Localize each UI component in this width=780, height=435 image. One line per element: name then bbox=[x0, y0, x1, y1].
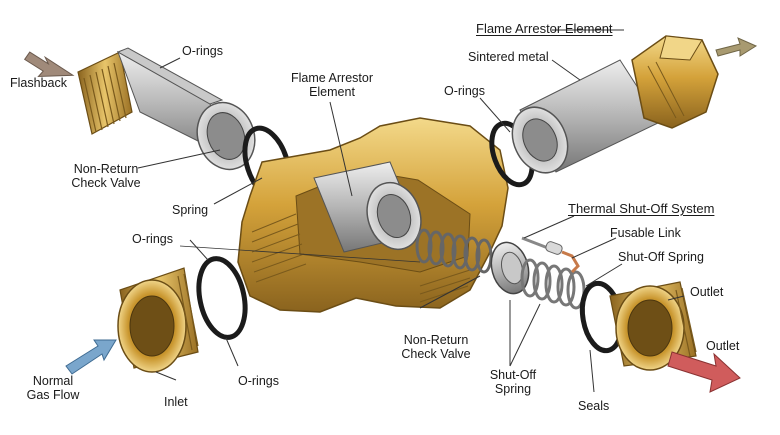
inlet-brass-nut bbox=[117, 267, 199, 373]
label-o-rings-mid-left: O-rings bbox=[132, 232, 173, 246]
label-shut-off-spring-right: Shut-Off Spring bbox=[618, 250, 704, 264]
label-thermal-shut-off-system: Thermal Shut-Off System bbox=[568, 201, 715, 216]
label-normal-gas-flow-line-2: Gas Flow bbox=[26, 388, 80, 402]
label-outlet-arrow: Outlet bbox=[706, 339, 740, 353]
label-outlet-top: Outlet bbox=[690, 285, 724, 299]
center-flame-arrestor-element bbox=[313, 161, 422, 253]
check-valve-poppet bbox=[490, 241, 530, 295]
label-non-return-check-valve-bottom-line-2: Check Valve bbox=[401, 347, 471, 361]
label-sintered-metal: Sintered metal bbox=[468, 50, 549, 64]
label-fusable-link: Fusable Link bbox=[610, 226, 681, 240]
left-middle-o-ring bbox=[196, 256, 248, 340]
label-non-return-check-valve-left-line-2: Check Valve bbox=[71, 176, 141, 190]
label-spring: Spring bbox=[172, 203, 209, 217]
outlet-brass-nut bbox=[609, 281, 697, 371]
label-normal-gas-flow-line-1: Normal bbox=[32, 374, 74, 388]
label-o-rings-bottom: O-rings bbox=[238, 374, 279, 388]
outlet-arrow bbox=[667, 351, 741, 393]
label-flame-arrestor-element-top-right: Flame Arrestor Element bbox=[476, 21, 613, 36]
label-flame-arrestor-center-line-1: Flame Arrestor bbox=[291, 71, 373, 85]
shut-off-spring bbox=[520, 258, 586, 310]
label-inlet: Inlet bbox=[164, 395, 188, 409]
top-right-hex-nut bbox=[631, 35, 719, 129]
label-o-rings-top-left: O-rings bbox=[182, 44, 223, 58]
label-non-return-check-valve-bottom-line-1: Non-Return bbox=[403, 333, 469, 347]
label-flashback: Flashback bbox=[10, 76, 67, 90]
top-right-sintered-element bbox=[511, 59, 661, 174]
label-flame-arrestor-center: Flame Arrestor Element bbox=[282, 71, 382, 99]
label-seals: Seals bbox=[578, 399, 610, 413]
label-non-return-check-valve-left: Non-Return Check Valve bbox=[66, 162, 146, 190]
label-shut-off-spring-bottom-line-1: Shut-Off bbox=[489, 368, 537, 382]
label-non-return-check-valve-bottom: Non-Return Check Valve bbox=[392, 333, 480, 361]
center-check-valve-spring bbox=[415, 228, 493, 274]
top-left-steel-tube bbox=[116, 47, 256, 171]
normal-gas-flow-arrow bbox=[65, 339, 117, 375]
top-left-brass-nut bbox=[77, 51, 133, 135]
flashback-arrow bbox=[23, 51, 75, 78]
label-non-return-check-valve-left-line-1: Non-Return bbox=[73, 162, 139, 176]
label-shut-off-spring-bottom-line-2: Spring bbox=[494, 382, 532, 396]
label-normal-gas-flow: Normal Gas Flow bbox=[18, 374, 88, 402]
label-flame-arrestor-center-line-2: Element bbox=[309, 85, 355, 99]
top-right-flow-arrow bbox=[715, 37, 758, 57]
label-shut-off-spring-bottom: Shut-Off Spring bbox=[480, 368, 546, 396]
fusable-link bbox=[521, 236, 580, 274]
leader-lines bbox=[137, 29, 685, 393]
label-o-rings-top-right: O-rings bbox=[444, 84, 485, 98]
